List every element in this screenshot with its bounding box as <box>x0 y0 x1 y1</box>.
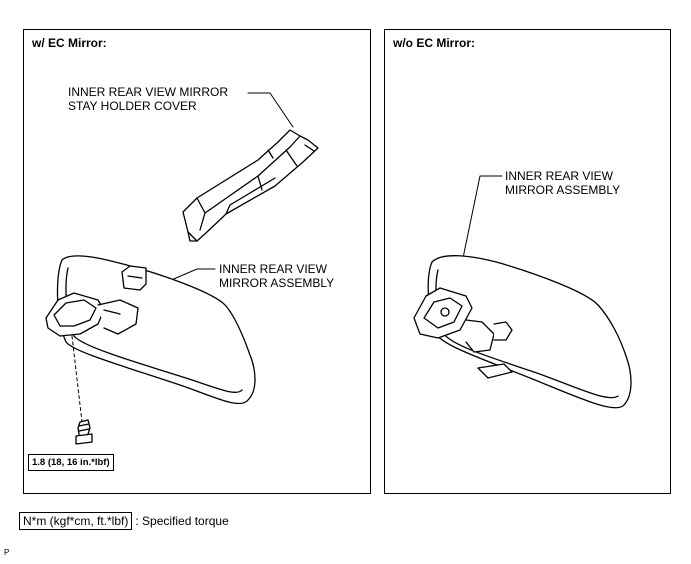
label-stay-holder-cover-line2: STAY HOLDER COVER <box>68 99 197 113</box>
mirror-assembly-right <box>413 255 632 409</box>
label-mirror-assembly-right-line1: INNER REAR VIEW <box>505 169 614 183</box>
label-stay-holder-cover-line1: INNER REAR VIEW MIRROR <box>68 85 229 99</box>
label-mirror-assembly-left-line1: INNER REAR VIEW <box>219 262 328 276</box>
label-mirror-assembly-right-line2: MIRROR ASSEMBLY <box>505 183 621 197</box>
leader-line-mirror-right <box>462 175 503 259</box>
torque-value-box: 1.8 (18, 16 in.*lbf) <box>28 454 114 471</box>
legend-description: : Specified torque <box>135 514 229 528</box>
label-stay-holder-cover: INNER REAR VIEW MIRROR STAY HOLDER COVER <box>68 85 228 113</box>
legend-unit-box: N*m (kgf*cm, ft.*lbf) <box>19 512 133 530</box>
stay-holder-cover-part <box>182 129 319 242</box>
panel-title-without-ec: w/o EC Mirror: <box>393 36 476 50</box>
label-mirror-assembly-right: INNER REAR VIEW MIRROR ASSEMBLY <box>505 169 620 197</box>
bolt-part <box>75 419 93 445</box>
figure-code: P <box>4 548 10 557</box>
mirror-assembly-left <box>45 255 256 423</box>
panel-title-with-ec: w/ EC Mirror: <box>32 36 107 50</box>
label-mirror-assembly-left: INNER REAR VIEW MIRROR ASSEMBLY <box>219 262 334 290</box>
label-mirror-assembly-left-line2: MIRROR ASSEMBLY <box>219 276 335 290</box>
leader-line-stay-holder-cover <box>247 92 294 128</box>
legend: N*m (kgf*cm, ft.*lbf): Specified torque <box>19 512 229 530</box>
